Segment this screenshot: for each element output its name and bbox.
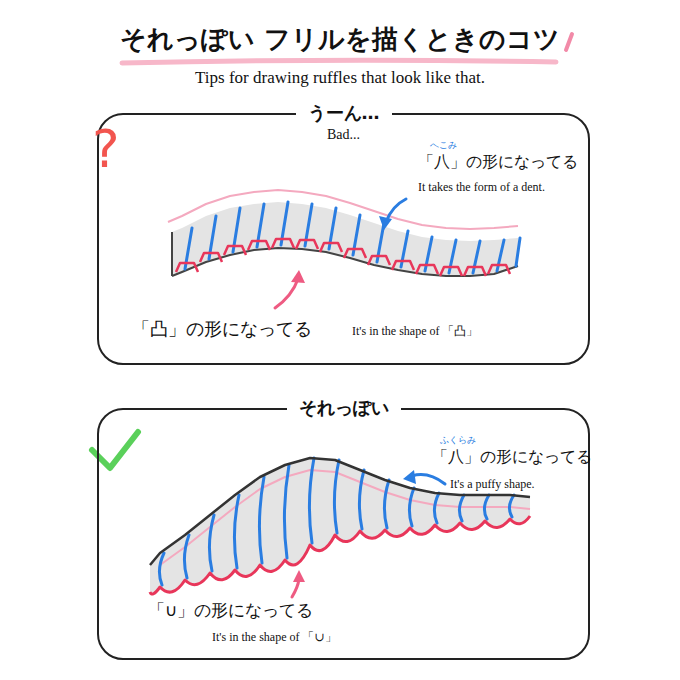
- subtitle: Tips for drawing ruffles that look like …: [195, 68, 485, 88]
- ruffle-top: [150, 458, 530, 565]
- note-translation: It's in the shape of 「∪」: [212, 630, 337, 644]
- panel-heading: うーん…: [296, 102, 392, 124]
- arrow-head: [291, 270, 305, 283]
- ruby: ふくらみ: [440, 435, 476, 446]
- arrow-head: [379, 216, 392, 230]
- hem-shape: [176, 239, 510, 276]
- panel-subheading: Bad...: [327, 127, 360, 144]
- note: 「凸」の形になってる: [132, 318, 312, 340]
- fold-line: [185, 202, 520, 273]
- ruffle-band: [172, 202, 518, 276]
- ruffle-seam: [168, 190, 518, 229]
- note-translation: It takes the form of a dent.: [418, 180, 545, 194]
- ruby: へこみ: [430, 140, 457, 151]
- arrow-head: [403, 470, 416, 484]
- note-translation: It's in the shape of 「凸」: [352, 324, 478, 338]
- title-underline: [122, 60, 556, 63]
- title-accent: [566, 34, 572, 50]
- panel-heading: それっぽい: [287, 397, 401, 419]
- arrow-head: [293, 570, 305, 582]
- note: 「八」の形になってる: [432, 447, 592, 466]
- hem-shape: [150, 516, 530, 594]
- leader-arrow: [275, 279, 298, 308]
- note: 「八」の形になってる: [418, 152, 578, 171]
- leader-arrow: [412, 475, 445, 484]
- note: 「∪」の形になってる: [148, 600, 313, 620]
- symbol: ?: [92, 118, 120, 180]
- ruffle-edge: [171, 232, 173, 276]
- title: それっぽい フリルを描くときのコツ: [120, 24, 560, 55]
- note-translation: It's a puffy shape.: [450, 477, 535, 491]
- panel-box: それっぽい: [97, 408, 590, 660]
